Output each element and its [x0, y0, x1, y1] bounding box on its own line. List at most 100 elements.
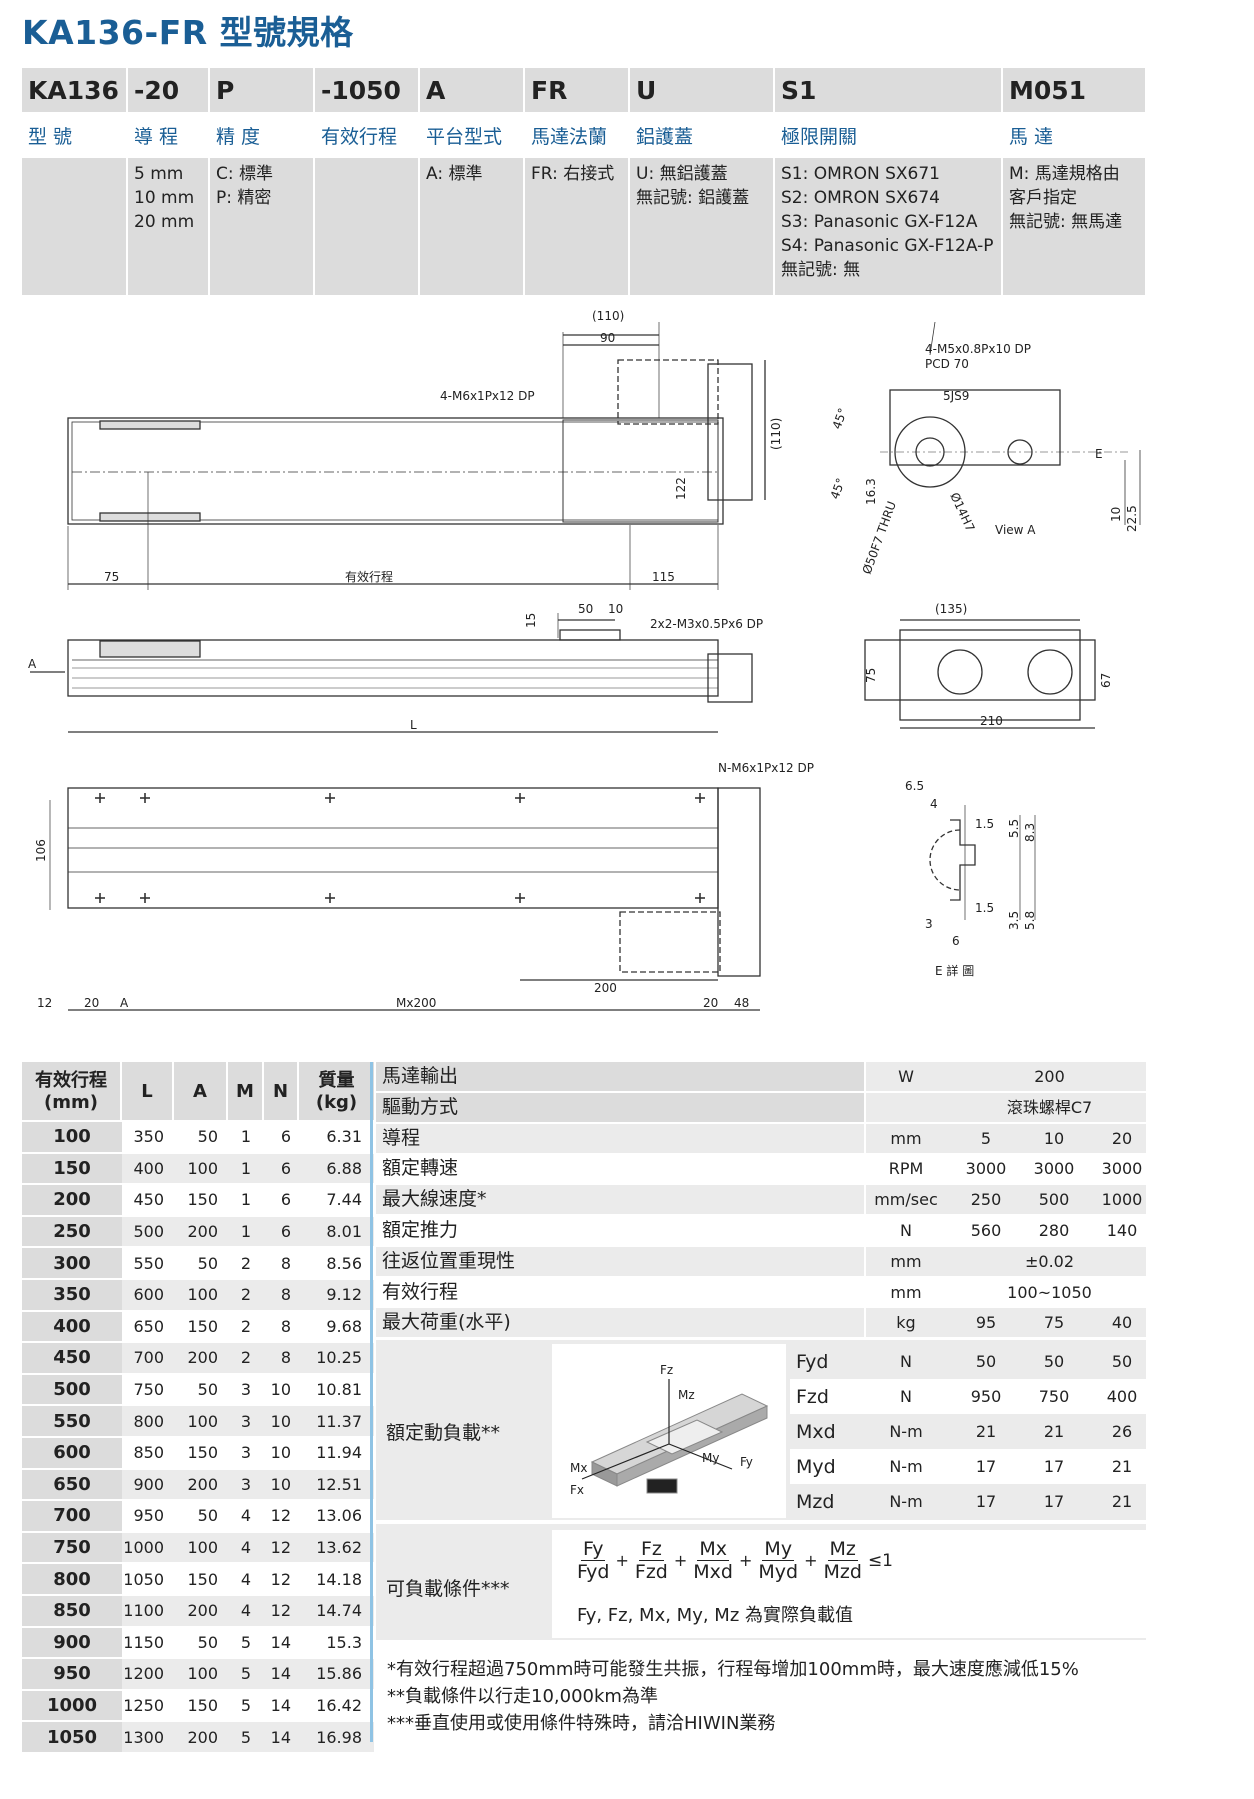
option-line: S4: Panasonic GX-F12A-P [781, 236, 994, 256]
performance-label: 導程 [382, 1126, 421, 1149]
performance-value: ±0.02 [1024, 1251, 1075, 1271]
code-label: 馬達法蘭 [524, 112, 630, 158]
stroke-cell: 200 [22, 1184, 122, 1217]
dim-text: View A [995, 523, 1036, 537]
load-unit: N [900, 1387, 912, 1406]
dim-text: (110) [769, 418, 783, 450]
stroke-cell: 200 [174, 1215, 228, 1249]
stroke-cell: 6.88 [299, 1152, 374, 1186]
stroke-cell: 150 [174, 1689, 228, 1723]
dim-text: 4-M6x1Px12 DP [440, 389, 535, 403]
plus-sign: + [615, 1551, 629, 1570]
stroke-cell: 400 [122, 1152, 174, 1186]
bottom-view-drawing [49, 787, 761, 1011]
numerator: Fy [581, 1538, 606, 1561]
side-view-drawing [30, 613, 753, 733]
performance-value: 200 [1034, 1067, 1065, 1086]
dim-text: 45° [830, 406, 850, 431]
dim-text: Ø14H7 [947, 490, 977, 533]
dim-text: 122 [674, 477, 688, 500]
stroke-cell: 6 [264, 1121, 299, 1154]
load-condition-panel [552, 1530, 1146, 1638]
stroke-cell: 50 [174, 1500, 228, 1533]
stroke-cell: 4 [228, 1594, 264, 1628]
denominator: Myd [758, 1561, 799, 1583]
stroke-cell: 800 [122, 1405, 174, 1438]
footnote-2: **負載條件以行走10,000km為準 [387, 1686, 658, 1707]
stroke-cell: 15.3 [299, 1626, 374, 1660]
option-line: S1: OMRON SX671 [781, 164, 940, 184]
plus-sign: + [738, 1551, 753, 1570]
option-line: C: 標準 [216, 164, 274, 184]
label-row: 型 號導 程精 度有效行程平台型式馬達法蘭鋁護蓋極限開關馬 達 [22, 112, 1147, 158]
stroke-header-cell: L [122, 1062, 172, 1122]
dim-text: 16.3 [864, 478, 878, 505]
load-condition-note: Fy, Fz, Mx, My, Mz 為實際負載值 [577, 1605, 853, 1626]
inequality: ≤1 [867, 1550, 893, 1571]
option-line: 10 mm [134, 188, 195, 208]
axis-label: Mx [570, 1461, 587, 1475]
option-line: U: 無鋁護蓋 [636, 164, 728, 184]
option-line: S2: OMRON SX674 [781, 188, 940, 208]
load-name: Mzd [796, 1491, 835, 1513]
axis-label: Fx [570, 1483, 584, 1497]
stroke-cell: 1150 [122, 1626, 174, 1660]
axis-label: Mz [678, 1388, 695, 1402]
stroke-cell: 15.86 [299, 1658, 374, 1691]
footnote-3: ***垂直使用或使用條件特殊時，請洽HIWIN業務 [387, 1713, 776, 1734]
numerator: Mz [827, 1538, 858, 1561]
load-name: Fyd [796, 1351, 829, 1373]
stroke-cell: 1050 [122, 1563, 174, 1596]
code-cell: P [209, 68, 315, 112]
option-line: 無記號: 鋁護蓋 [636, 188, 750, 208]
stroke-cell: 11.94 [299, 1436, 374, 1470]
performance-unit: mm [890, 1128, 922, 1148]
stroke-cell: 1200 [122, 1658, 174, 1691]
stroke-cell: 800 [22, 1563, 122, 1596]
stroke-cell: 10.25 [299, 1342, 374, 1375]
option-line: S3: Panasonic GX-F12A [781, 212, 978, 232]
stroke-cell: 700 [122, 1342, 174, 1375]
stroke-cell: 200 [174, 1594, 228, 1628]
performance-value: 滾珠螺桿C7 [1006, 1097, 1093, 1117]
performance-label: 馬達輸出 [382, 1065, 459, 1087]
stroke-header-cell: N [264, 1062, 297, 1122]
dim-text: 20 [703, 996, 718, 1010]
dim-text: 90 [600, 331, 615, 345]
code-cell: KA136 [22, 68, 128, 112]
stroke-cell: 1250 [122, 1689, 174, 1723]
stroke-cell: 500 [122, 1215, 174, 1249]
stroke-cell: 1 [228, 1121, 264, 1154]
performance-row: 驅動方式滾珠螺桿C7 [376, 1092, 1146, 1123]
stroke-cell: 350 [22, 1278, 122, 1312]
option-line: FR: 右接式 [531, 164, 615, 184]
stroke-cell: 14 [264, 1626, 299, 1660]
plus-sign: + [673, 1551, 688, 1570]
stroke-cell: 50 [174, 1121, 228, 1154]
dim-text: 6.5 [905, 779, 924, 793]
stroke-cell: 8 [264, 1278, 299, 1312]
dim-text: 210 [980, 714, 1003, 728]
option-line: 客戶指定 [1009, 188, 1077, 208]
dim-text: 200 [594, 981, 617, 995]
stroke-cell: 750 [22, 1531, 122, 1565]
performance-value: 3000 [1101, 1159, 1143, 1179]
stroke-cell: 3 [228, 1468, 264, 1502]
detail-e-drawing [929, 805, 1036, 920]
dim-text: 10 [1109, 507, 1123, 522]
option-line: 5 mm [134, 164, 184, 184]
performance-label: 往返位置重現性 [382, 1249, 516, 1272]
performance-unit: W [898, 1067, 914, 1086]
stroke-cell: 12 [264, 1500, 299, 1533]
stroke-cell: 16.42 [299, 1689, 374, 1723]
stroke-cell: 1 [228, 1184, 264, 1217]
